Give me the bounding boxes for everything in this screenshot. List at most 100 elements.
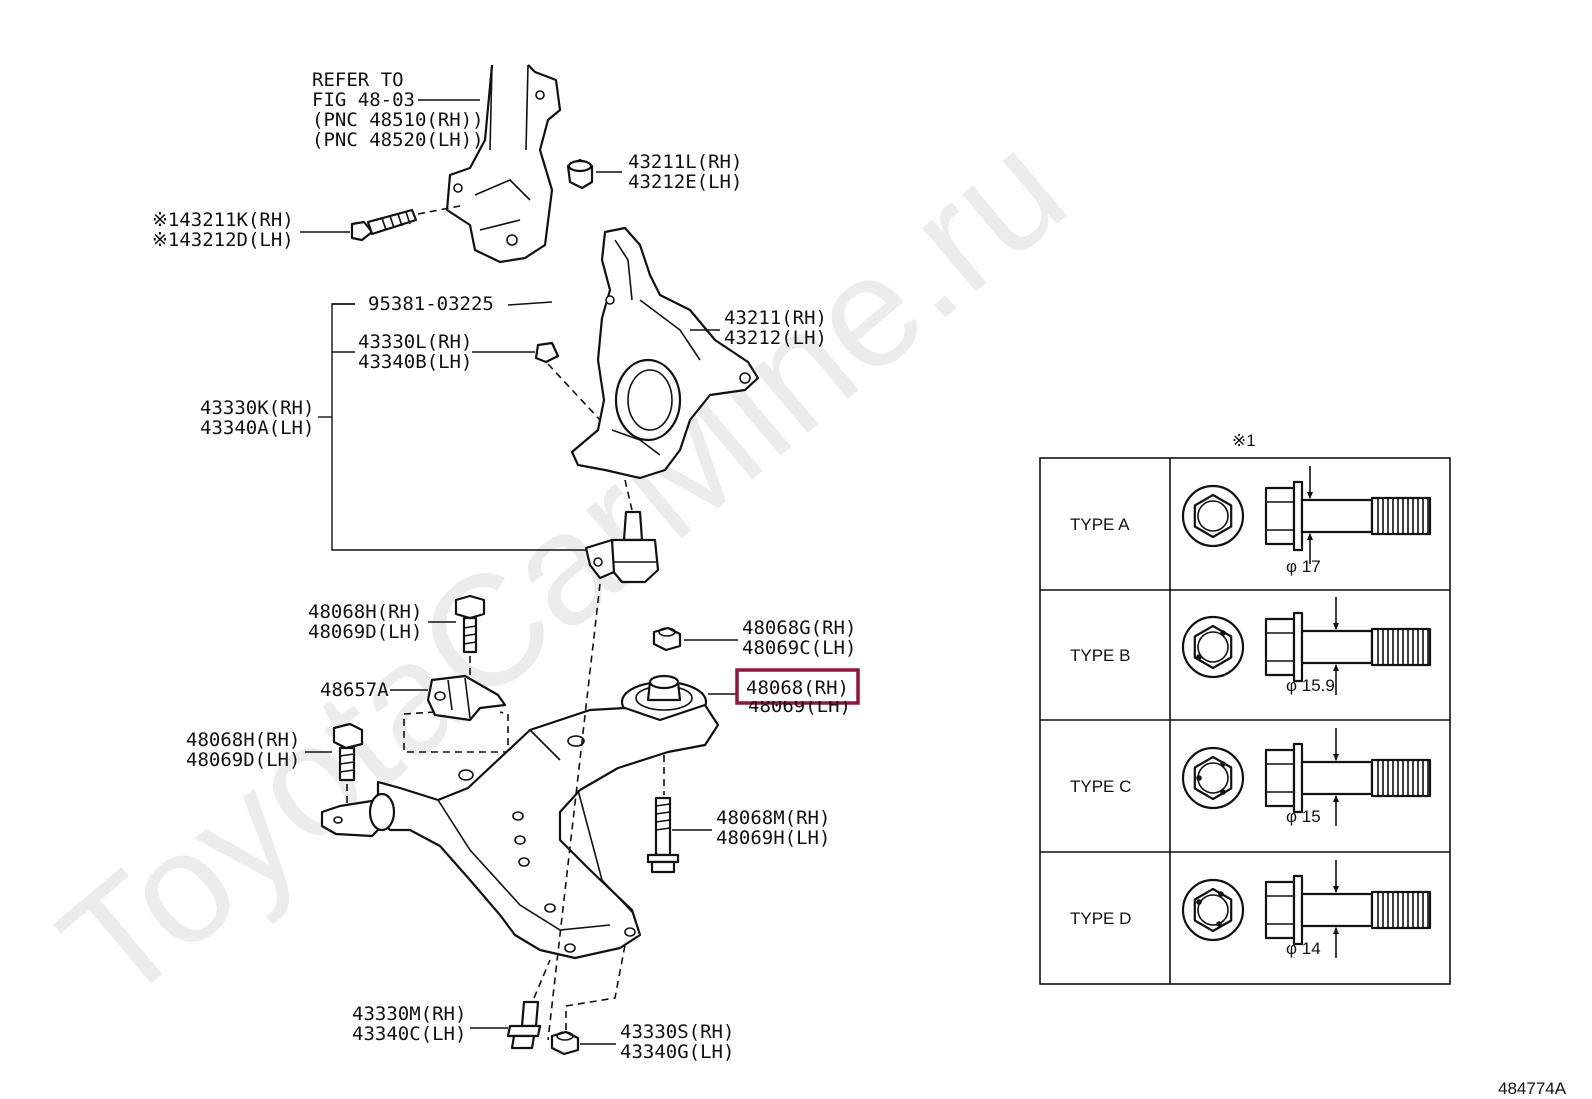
bolt-shank: [1300, 498, 1374, 534]
strut-assembly: [445, 64, 562, 264]
arrowhead: [1333, 927, 1339, 934]
refer-line-4: (PNC 48520(LH)): [312, 129, 484, 151]
type-label: TYPE C: [1070, 777, 1131, 796]
marking-dot: [1216, 921, 1222, 927]
marking-dot: [1196, 899, 1202, 905]
label-43340B-lh[interactable]: 43340B(LH): [358, 351, 472, 373]
label-43330K-rh[interactable]: 43330K(RH): [200, 397, 314, 419]
type-row-2: TYPE B φ 15.9: [1070, 597, 1432, 695]
bolt-48068H-lower: [305, 722, 364, 806]
hex-nut-shape: [1193, 624, 1233, 670]
nut-43330S: [550, 944, 626, 1056]
steering-knuckle: [570, 226, 760, 480]
label-43340A-lh[interactable]: 43340A(LH): [200, 417, 314, 439]
label-48069D-lh-upper[interactable]: 48069D(LH): [308, 621, 422, 643]
label-95381[interactable]: 95381-03225: [368, 293, 494, 315]
label-43330M-rh[interactable]: 43330M(RH): [352, 1003, 466, 1025]
type-label: TYPE A: [1070, 515, 1130, 534]
label-48068H-rh-lower[interactable]: 48068H(RH): [186, 729, 300, 751]
highlight-box-48068: [735, 668, 860, 705]
bolt-head-side: [1264, 748, 1296, 808]
bolt-shank: [1300, 629, 1374, 665]
label-43330L-rh[interactable]: 43330L(RH): [358, 331, 472, 353]
type-label: TYPE D: [1070, 909, 1131, 928]
type-row-3: TYPE Cφ 15: [1070, 728, 1432, 826]
bolt-thread: [1370, 758, 1432, 798]
arrowhead: [1307, 492, 1313, 499]
hex-nut-shape: [1193, 755, 1233, 801]
ball-joint: [584, 479, 660, 584]
arrowhead: [1333, 795, 1339, 802]
marking-dot: [1196, 775, 1202, 781]
refer-line-3: (PNC 48510(RH)): [312, 109, 484, 131]
arrowhead: [1333, 886, 1339, 893]
head-flats: [1266, 501, 1294, 531]
bolt-flange: [1292, 611, 1304, 683]
diameter-label: φ 14: [1286, 939, 1321, 958]
bolt-head-side: [1264, 486, 1296, 546]
label-43340C-lh[interactable]: 43340C(LH): [352, 1023, 466, 1045]
label-48068-rh[interactable]: 48068(RH): [746, 677, 849, 699]
label-43211-rh[interactable]: 43211(RH): [724, 307, 827, 329]
label-43212-lh[interactable]: 43212(LH): [724, 327, 827, 349]
bolt-thread: [1370, 627, 1432, 667]
nut-43211L: [566, 158, 622, 190]
marking-dot: [1220, 761, 1226, 767]
diameter-label: φ 15.9: [1286, 676, 1335, 695]
bolt-inner-circle: [1197, 500, 1229, 532]
label-48069C-lh[interactable]: 48069C(LH): [742, 637, 856, 659]
bolt-43211K: [300, 204, 466, 242]
bracket-48657A: [390, 674, 509, 753]
type-row-4: TYPE D φ 14: [1070, 860, 1432, 958]
label-48068H-rh-upper[interactable]: 48068H(RH): [308, 601, 422, 623]
label-43211K-rh[interactable]: ※143211K(RH): [152, 209, 294, 231]
callout-refer: REFER TO FIG 48-03 (PNC 48510(RH)) (PNC …: [312, 69, 484, 151]
diameter-label: φ 17: [1286, 557, 1321, 576]
label-43212D-lh[interactable]: ※143212D(LH): [152, 229, 294, 251]
bolt-48068H-upper: [428, 594, 486, 676]
refer-line-1: REFER TO: [312, 69, 404, 91]
refer-line-2: FIG 48-03: [312, 89, 415, 111]
nut-43330L: [472, 341, 601, 421]
bolt-inner-circle: [1197, 631, 1229, 663]
bolt-flange: [1292, 874, 1304, 946]
bolt-43330M: [470, 959, 551, 1050]
lower-control-arm: [320, 703, 720, 960]
label-48657A[interactable]: 48657A: [320, 679, 389, 701]
type-table-note: ※1: [1232, 431, 1256, 450]
bolt-48068M: [646, 755, 712, 874]
highlight-fill: [739, 672, 856, 701]
label-43340G-lh[interactable]: 43340G(LH): [620, 1041, 734, 1063]
hex-nut-shape: [1193, 493, 1233, 539]
head-flats: [1266, 895, 1294, 925]
bolt-thread: [1370, 496, 1432, 536]
hex-nut-shape: [1193, 887, 1233, 933]
arrowhead: [1333, 664, 1339, 671]
bolt-head-side: [1264, 880, 1296, 940]
label-48068M-rh[interactable]: 48068M(RH): [716, 807, 830, 829]
diagram-id: 484774A: [1498, 1079, 1567, 1098]
marking-dot: [1220, 630, 1226, 636]
marking-dot: [1218, 891, 1224, 897]
label-43330S-rh[interactable]: 43330S(RH): [620, 1021, 734, 1043]
type-label: TYPE B: [1070, 646, 1130, 665]
arrowhead: [1307, 533, 1313, 540]
bolt-head-side: [1264, 617, 1296, 677]
label-43212E-lh[interactable]: 43212E(LH): [628, 171, 742, 193]
head-flats: [1266, 763, 1294, 793]
bolt-shank: [1300, 892, 1374, 928]
label-48069D-lh-lower[interactable]: 48069D(LH): [186, 749, 300, 771]
arrowhead: [1333, 754, 1339, 761]
bolt-inner-circle: [1197, 894, 1229, 926]
label-48069H-lh[interactable]: 48069H(LH): [716, 827, 830, 849]
nut-48068G: [652, 626, 738, 652]
bolt-thread: [1370, 890, 1432, 930]
alignment-line: [547, 583, 601, 1041]
bolt-shank: [1300, 760, 1374, 796]
label-43211L-rh[interactable]: 43211L(RH): [628, 151, 742, 173]
arrowhead: [1333, 623, 1339, 630]
label-48068G-rh[interactable]: 48068G(RH): [742, 617, 856, 639]
head-flats: [1266, 632, 1294, 662]
